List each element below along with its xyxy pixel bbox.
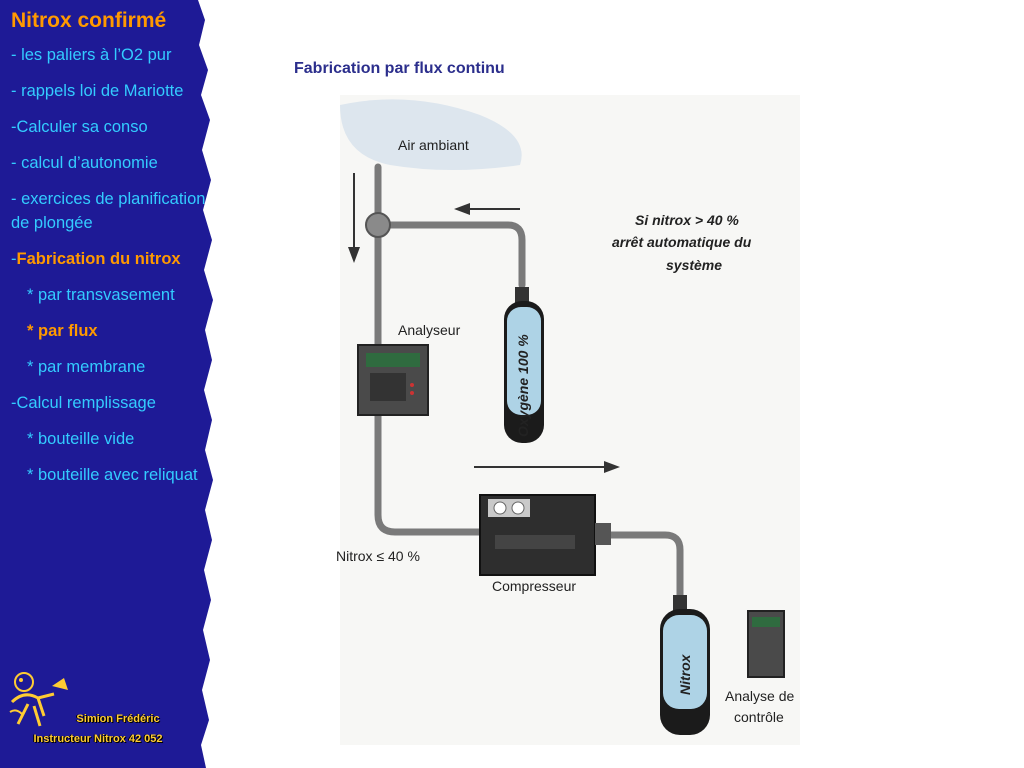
sidebar-title: Nitrox confirmé bbox=[11, 9, 167, 32]
sidebar-item-planification[interactable]: - exercices de planification de plongée bbox=[11, 190, 206, 232]
sidebar-item-remplissage[interactable]: -Calcul remplissage bbox=[11, 394, 156, 412]
sidebar-item-mariotte[interactable]: - rappels loi de Mariotte bbox=[11, 82, 184, 100]
credit-role: Instructeur Nitrox 42 052 bbox=[33, 733, 163, 745]
page-title: Fabrication par flux continu bbox=[294, 60, 505, 77]
oxygen-tank-label: Oxygène 100 % bbox=[515, 334, 531, 437]
compressor-device bbox=[479, 494, 611, 576]
sidebar-item-membrane[interactable]: * par membrane bbox=[11, 355, 211, 379]
warning-line-1: Si nitrox > 40 % bbox=[635, 212, 739, 228]
sidebar-item-vide[interactable]: * bouteille vide bbox=[11, 427, 211, 451]
fabrication-label: Fabrication du nitrox bbox=[16, 250, 181, 268]
air-cloud bbox=[340, 99, 522, 170]
control-label-line-1: Analyse de bbox=[725, 688, 794, 704]
flux-label: * par flux bbox=[27, 322, 98, 340]
flow-diagram: Oxygène 100 % Nitrox Air ambiant Si nitr… bbox=[336, 95, 800, 745]
analyzer-label: Analyseur bbox=[398, 322, 461, 338]
vide-label: * bouteille vide bbox=[27, 430, 135, 448]
control-analyzer-device bbox=[747, 610, 785, 678]
fabrication-prefix: - bbox=[11, 250, 17, 268]
pipe-network bbox=[374, 163, 684, 599]
control-label-line-2: contrôle bbox=[734, 709, 784, 725]
credit-block: Simion Frédéric Instructeur Nitrox 42 05… bbox=[8, 712, 188, 746]
air-label: Air ambiant bbox=[398, 137, 469, 153]
reliquat-label: * bouteille avec reliquat bbox=[27, 466, 198, 484]
sidebar-item-autonomie[interactable]: - calcul d’autonomie bbox=[11, 154, 158, 172]
sidebar-item-transvasement[interactable]: * par transvasement bbox=[11, 283, 211, 307]
nitrox-tank-label: Nitrox bbox=[677, 653, 693, 695]
transvasement-label: * par transvasement bbox=[27, 286, 175, 304]
sidebar-item-fabrication[interactable]: -Fabrication du nitrox bbox=[11, 247, 211, 271]
sidebar-item-reliquat[interactable]: * bouteille avec reliquat bbox=[11, 463, 211, 487]
sidebar: Nitrox confirmé - les paliers à l’O2 pur… bbox=[0, 0, 222, 768]
membrane-label: * par membrane bbox=[27, 358, 146, 376]
analyzer-device bbox=[357, 344, 429, 416]
warning-line-2: arrêt automatique du bbox=[612, 234, 752, 250]
sidebar-item-paliers[interactable]: - les paliers à l’O2 pur bbox=[11, 46, 172, 64]
oxygen-tank bbox=[504, 287, 544, 443]
nitrox-limit-label: Nitrox ≤ 40 % bbox=[336, 548, 420, 564]
nitrox-tank bbox=[660, 595, 710, 735]
mixing-valve bbox=[365, 212, 391, 238]
mascot-logo-icon bbox=[9, 672, 68, 727]
warning-line-3: système bbox=[666, 257, 722, 273]
left-arrow-icon bbox=[454, 203, 520, 215]
sidebar-item-conso[interactable]: -Calculer sa conso bbox=[11, 118, 148, 136]
compressor-label: Compresseur bbox=[492, 578, 576, 594]
right-arrow-icon bbox=[474, 461, 620, 473]
sidebar-item-flux[interactable]: * par flux bbox=[11, 319, 211, 343]
credit-name: Simion Frédéric bbox=[76, 713, 160, 725]
diagram-background bbox=[340, 95, 800, 745]
down-arrow-icon bbox=[348, 173, 360, 263]
sidebar-background bbox=[0, 0, 213, 768]
